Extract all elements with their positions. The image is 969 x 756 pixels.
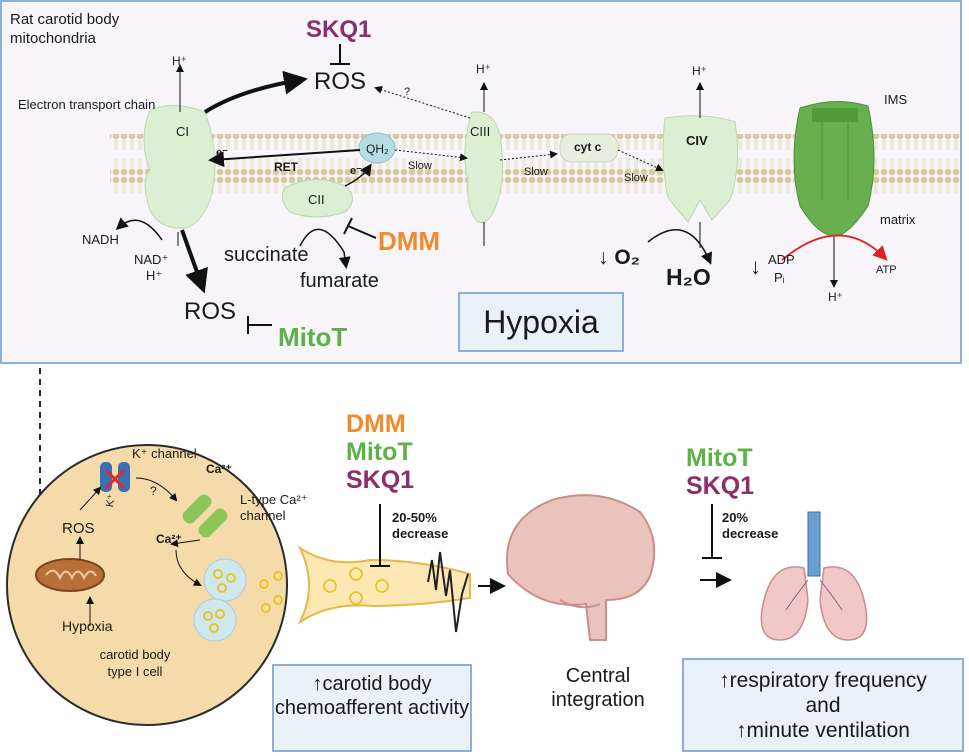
ros-bottom: ROS [184,298,237,325]
slow-label-2: Slow [524,166,548,178]
o2-label: ↓ O₂ [598,246,640,269]
ventilation-box: ↑respiratory frequency and ↑minute venti… [682,658,964,752]
ret-label: RET [274,160,298,174]
left-lung [760,566,809,641]
drug-skq1: SKQ1 [346,466,415,494]
atp-synthase-shape [793,100,875,237]
pi-label: Pᵢ [774,270,785,285]
complex-iii-shape [464,111,504,224]
hplus-civ: H⁺ [692,64,707,78]
ca-in-label: Ca²⁺ [156,532,182,546]
hplus-atp: H⁺ [828,290,843,304]
cell-ros-label: ROS [62,520,95,537]
ltype-label: L-type Ca²⁺ channel [240,492,308,523]
cytc-label: cyt c [574,140,602,154]
nad-plus-label: NAD⁺ [134,252,169,267]
k-channel-label: K⁺ channel [132,446,197,461]
cytc-shape [559,133,619,163]
decrease-right-label: 20% decrease [722,510,779,541]
slow-label-3: Slow [624,172,648,184]
central-integration-label: Central integration [551,665,645,711]
hplus-ciii: H⁺ [476,62,491,76]
drug-stack-left: DMM MitoT SKQ1 [346,410,414,494]
qh2-label: QH₂ [366,142,389,156]
panel-title: Rat carotid body mitochondria [10,11,120,47]
atp-label: ATP [876,264,897,276]
ros-top: ROS [314,68,367,95]
cii-label: CII [308,192,325,207]
drug-dmm: DMM [346,410,406,438]
trachea [807,511,821,577]
ventilation-line-3: ↑minute ventilation [736,719,910,742]
question-mark-cell: ? [150,484,157,498]
hypoxia-box: Hypoxia [458,292,624,352]
drug-mitot-right: MitoT [686,444,753,472]
complex-i-shape [143,105,216,229]
complex-iv-shape [662,115,739,223]
slow-label-1: Slow [408,160,432,172]
qh2-shape [358,132,396,164]
decrease-left-label: 20-50% decrease [392,510,449,541]
etc-label: Electron transport chain [18,97,156,112]
dmm-top: DMM [378,226,441,256]
ca-top-label: Ca²⁺ [206,462,232,476]
adp-arrow: ↓ [750,254,761,279]
civ-label: CIV [686,133,708,148]
matrix-label: matrix [880,212,916,227]
neural-trace [427,551,469,633]
chemoafferent-box: ↑carotid body chemoafferent activity [272,664,472,752]
drug-mitot: MitoT [346,438,413,466]
e-label-1: e⁻ [216,147,228,159]
ventilation-line-2: and [805,694,841,717]
e-label-2: e⁻ [350,165,362,177]
adp-label: ADP [768,252,795,267]
drug-stack-right: MitoT SKQ1 [686,444,754,500]
nad-h-label: H⁺ [146,268,163,283]
nadh-label: NADH [82,232,119,247]
ventilation-line-1: ↑respiratory frequency [719,669,927,692]
k-ion-label: K⁺ [104,493,119,509]
cell-type-label: carotid body type I cell [99,647,171,679]
ci-label: CI [176,124,189,139]
hplus-ci: H⁺ [172,54,187,68]
cell-hypoxia-label: Hypoxia [62,618,113,634]
h2o-label: H₂O [666,264,711,290]
drug-skq1-right: SKQ1 [686,472,755,500]
fumarate-label: fumarate [300,270,379,292]
complex-ii-shape [281,178,353,218]
ciii-label: CIII [470,124,491,139]
mitot-top: MitoT [278,322,348,352]
nerve-terminal [297,545,471,625]
right-lung [819,566,868,641]
question-mark-top: ? [404,86,411,98]
ims-label: IMS [884,92,908,107]
succinate-label: succinate [224,244,309,266]
skq1-top: SKQ1 [306,16,372,43]
brain [506,494,656,641]
